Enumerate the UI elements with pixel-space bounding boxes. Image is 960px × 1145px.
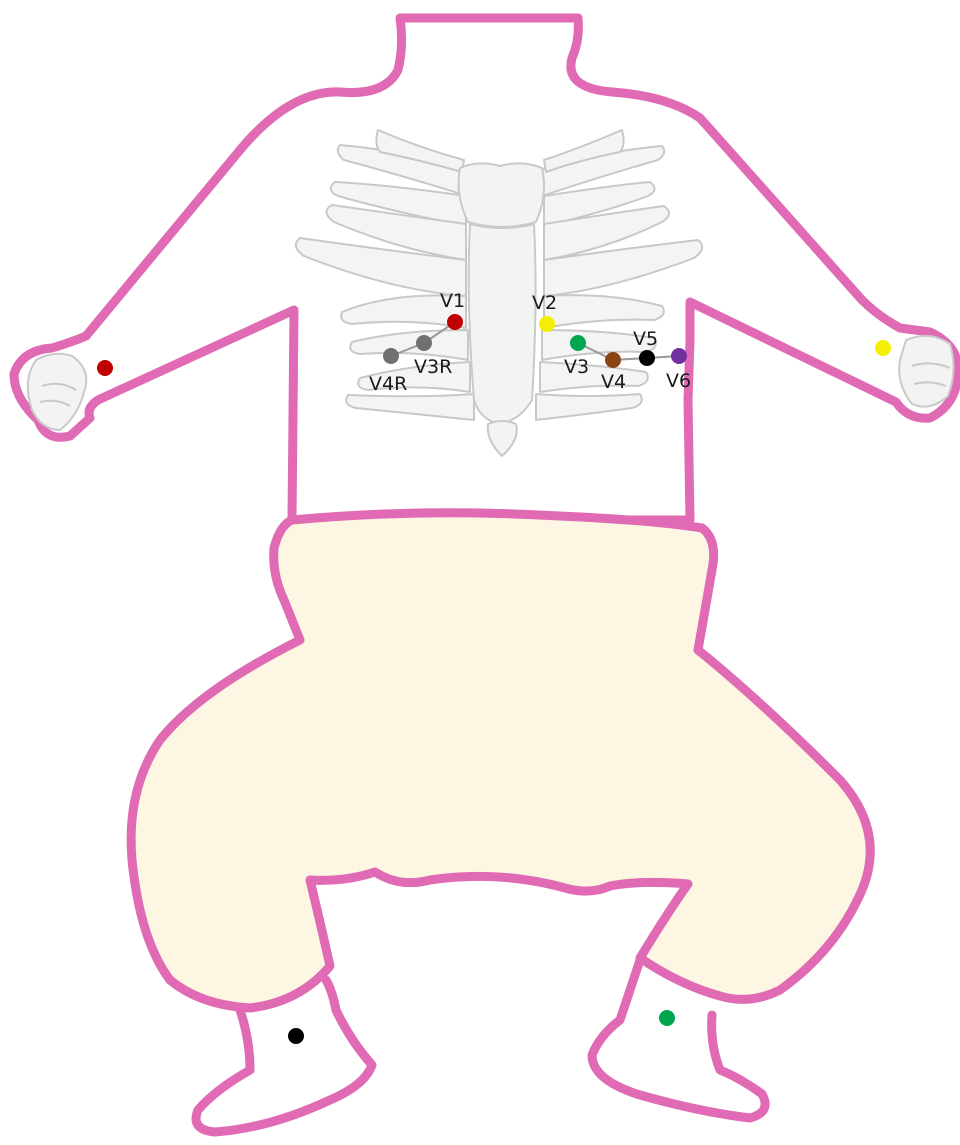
label-v3: V3	[564, 356, 589, 378]
left-hand	[899, 336, 953, 407]
electrode-right-arm	[97, 360, 113, 376]
manubrium	[459, 163, 544, 227]
xiphoid	[488, 421, 517, 456]
rib	[346, 394, 474, 420]
label-v4r: V4R	[369, 373, 407, 395]
electrode-left-leg	[659, 1010, 675, 1026]
electrode-v3r	[416, 335, 432, 351]
sternum-body	[469, 224, 536, 424]
electrode-left-arm	[875, 340, 891, 356]
label-v2: V2	[532, 292, 557, 314]
rib	[540, 362, 648, 392]
electrode-v2	[539, 316, 555, 332]
label-v6: V6	[666, 370, 691, 392]
electrode-v6	[671, 348, 687, 364]
electrode-right-leg	[288, 1028, 304, 1044]
diaper	[131, 513, 870, 1008]
rib	[544, 295, 664, 328]
label-v4: V4	[601, 371, 626, 393]
electrode-v3	[570, 335, 586, 351]
electrode-v4r	[383, 348, 399, 364]
right-hand	[28, 354, 86, 430]
electrode-v5	[639, 350, 655, 366]
label-v5: V5	[633, 328, 658, 350]
electrode-v1	[447, 314, 463, 330]
rib	[536, 394, 642, 420]
label-v3r: V3R	[414, 356, 452, 378]
label-v1: V1	[440, 290, 465, 312]
electrode-v4	[605, 352, 621, 368]
